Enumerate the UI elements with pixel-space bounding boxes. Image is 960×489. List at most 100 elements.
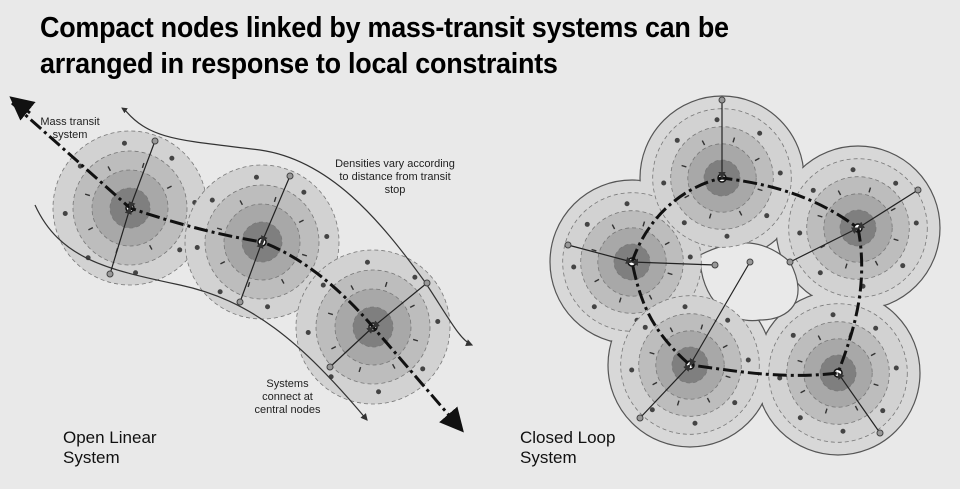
density-arrow-icon bbox=[435, 318, 441, 324]
density-tick bbox=[754, 157, 760, 162]
connector-upper bbox=[124, 109, 474, 347]
density-arrow-icon bbox=[194, 245, 200, 251]
density-tick bbox=[797, 359, 803, 363]
density-arrow-icon bbox=[169, 155, 175, 161]
transit-lines bbox=[9, 96, 922, 437]
density-tick bbox=[669, 327, 674, 333]
density-tick bbox=[824, 408, 828, 414]
diagram-title: Compact nodes linked by mass-transit sys… bbox=[40, 10, 729, 82]
density-arrow-icon bbox=[62, 211, 68, 217]
density-tick bbox=[700, 324, 704, 330]
density-tick bbox=[664, 241, 670, 246]
density-arrow-icon bbox=[571, 264, 577, 270]
connection-point-icon bbox=[423, 279, 431, 287]
density-arrow-icon bbox=[376, 389, 382, 395]
closed-line-2: System bbox=[520, 448, 577, 467]
density-arrow-icon bbox=[661, 180, 667, 186]
density-arrow-icon bbox=[840, 428, 846, 434]
density-arrow-icon bbox=[724, 233, 730, 239]
density-tick bbox=[591, 248, 597, 252]
feeder-link bbox=[372, 282, 428, 328]
feeder-link bbox=[128, 140, 156, 210]
density-arrow-icon bbox=[642, 324, 648, 330]
density-arrow-icon bbox=[893, 180, 899, 186]
connection-point-icon bbox=[786, 258, 794, 266]
density-arrow-icon bbox=[732, 400, 738, 406]
connection-point-icon bbox=[151, 137, 159, 145]
density-arrow-icon bbox=[209, 197, 215, 203]
feeder-link bbox=[837, 372, 881, 434]
density-tick bbox=[280, 278, 285, 284]
density-arrow-icon bbox=[121, 140, 127, 146]
density-tick bbox=[817, 335, 822, 341]
density-tick bbox=[837, 190, 842, 196]
density-tick bbox=[844, 263, 848, 269]
density-arrow-icon bbox=[850, 167, 856, 173]
connection-point-icon bbox=[711, 261, 719, 269]
density-tick bbox=[247, 281, 251, 288]
density-tick bbox=[738, 210, 743, 216]
density-tick bbox=[148, 244, 153, 250]
density-tick bbox=[84, 193, 91, 197]
connection-point-icon bbox=[326, 363, 334, 371]
label-mass-transit: Mass transit system bbox=[40, 116, 100, 141]
density-arrow-icon bbox=[725, 317, 731, 323]
density-tick bbox=[618, 297, 622, 303]
density-tick bbox=[216, 227, 223, 231]
density-tick bbox=[409, 304, 415, 309]
density-tick bbox=[239, 200, 244, 206]
feeder-link bbox=[630, 258, 716, 266]
density-arrow-icon bbox=[777, 170, 783, 176]
density-tick bbox=[870, 352, 876, 357]
density-arrow-icon bbox=[364, 259, 370, 265]
feeder-link bbox=[639, 364, 691, 419]
density-tick bbox=[701, 140, 706, 146]
feeder-link bbox=[239, 240, 264, 303]
density-arrow-icon bbox=[681, 220, 687, 226]
density-tick bbox=[350, 285, 355, 291]
density-arrow-icon bbox=[764, 213, 770, 219]
density-arrow-icon bbox=[177, 247, 183, 253]
density-tick bbox=[873, 383, 879, 387]
density-tick bbox=[732, 137, 736, 143]
connection-point-icon bbox=[564, 241, 572, 249]
connection-point-icon bbox=[286, 172, 294, 180]
density-arrow-icon bbox=[305, 330, 311, 336]
density-arrow-icon bbox=[412, 274, 418, 280]
connector-upper-start bbox=[121, 107, 128, 114]
feeder-link bbox=[789, 227, 860, 263]
density-arrow-icon bbox=[790, 332, 796, 338]
density-tick bbox=[412, 338, 419, 342]
connection-point-icon bbox=[236, 298, 244, 306]
open-line-2: System bbox=[63, 448, 120, 467]
label-densities: Densities vary according to distance fro… bbox=[335, 158, 455, 196]
density-arrow-icon bbox=[320, 282, 326, 288]
open-line-1: Open Linear bbox=[63, 428, 157, 447]
density-tick bbox=[868, 187, 872, 193]
density-arrow-icon bbox=[629, 367, 635, 373]
density-arrow-icon bbox=[797, 230, 803, 236]
density-tick bbox=[817, 214, 823, 218]
density-tick bbox=[890, 207, 896, 212]
density-arrow-icon bbox=[133, 270, 139, 276]
density-tick bbox=[88, 226, 94, 231]
density-tick bbox=[684, 194, 690, 199]
density-arrow-icon bbox=[714, 117, 720, 123]
density-tick bbox=[667, 272, 673, 276]
feeder-link bbox=[856, 189, 919, 229]
mass-transit-arrow-start bbox=[9, 96, 36, 121]
feeder-link bbox=[329, 326, 374, 368]
density-arrow-icon bbox=[624, 201, 630, 207]
density-arrow-icon bbox=[687, 254, 693, 260]
density-arrow-icon bbox=[777, 375, 783, 381]
density-arrow-icon bbox=[265, 304, 271, 310]
density-arrow-icon bbox=[745, 357, 751, 363]
density-tick bbox=[874, 260, 879, 266]
label-closed-loop-system: Closed Loop System bbox=[520, 428, 615, 468]
title-line-1: Compact nodes linked by mass-transit sys… bbox=[40, 12, 729, 44]
density-arrow-icon bbox=[900, 263, 906, 269]
density-arrow-icon bbox=[649, 407, 655, 413]
density-tick bbox=[648, 294, 653, 300]
connection-point-icon bbox=[636, 414, 644, 422]
